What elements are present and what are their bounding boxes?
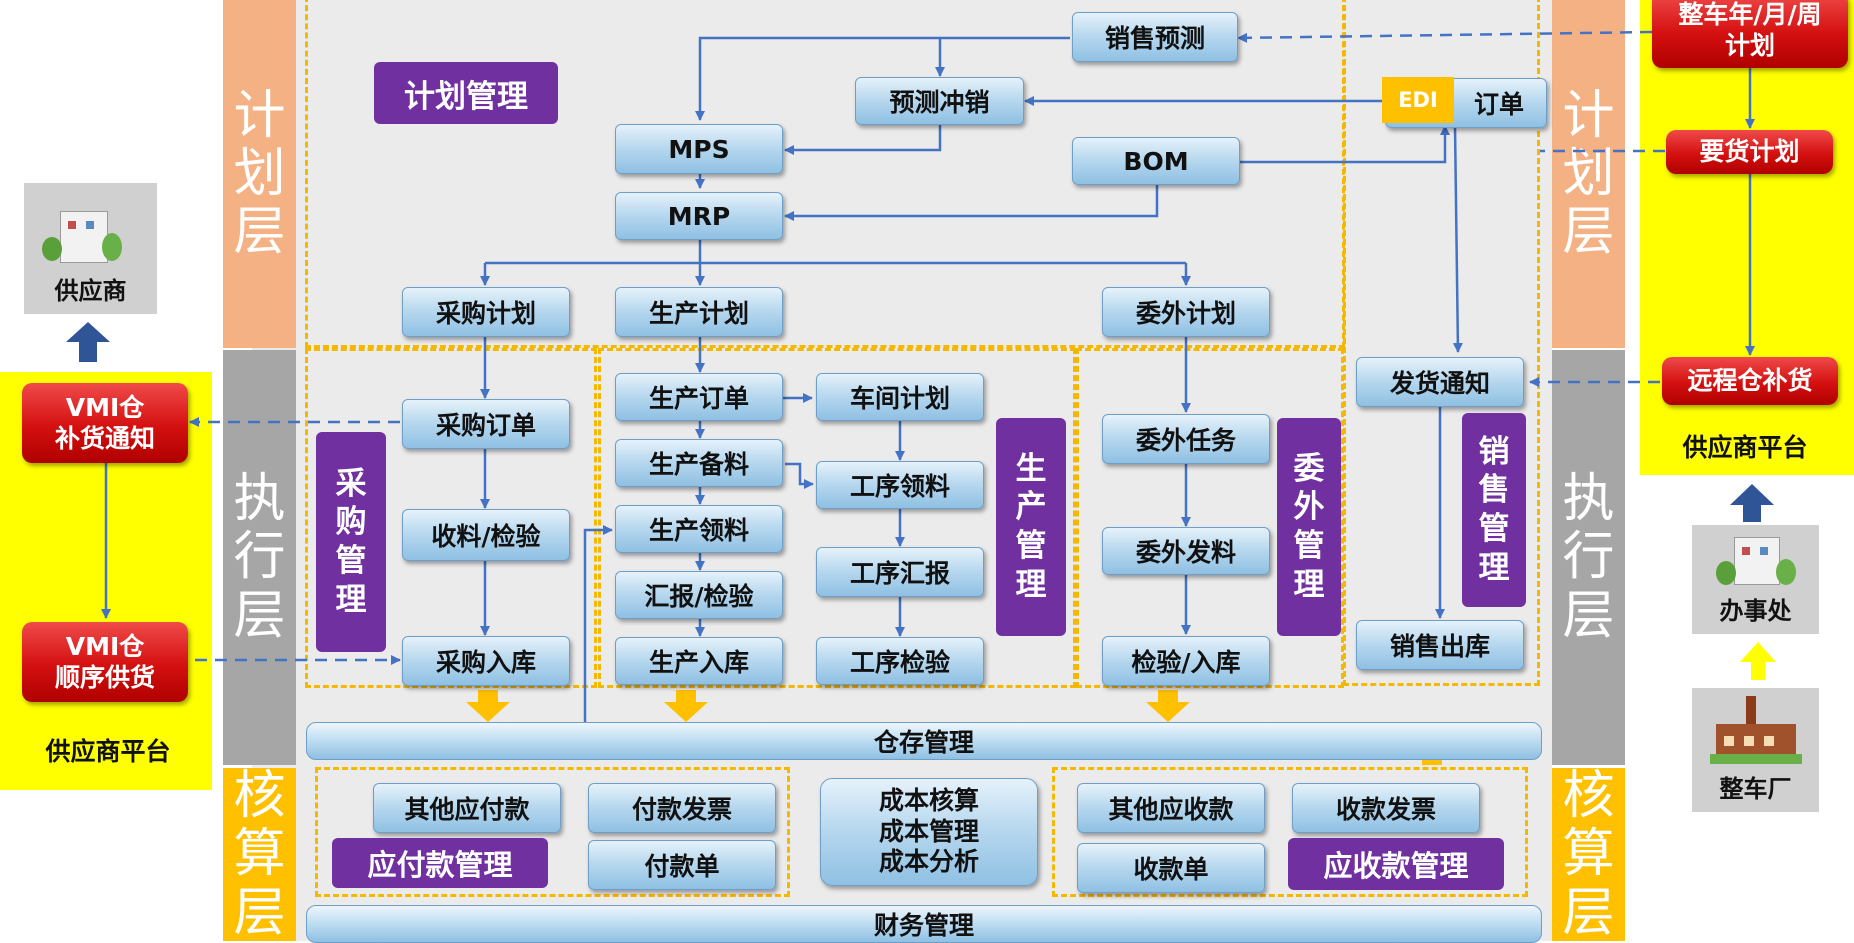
remote-replenish-box[interactable]: 远程仓补货 (1662, 357, 1838, 405)
order-frame (1343, 0, 1540, 686)
outsource-issue-box[interactable]: 委外发料 (1102, 527, 1270, 575)
edi-badge: EDI (1382, 77, 1454, 123)
vmi-notice-label: VMI仓 补货通知 (54, 392, 155, 453)
production-frame (598, 348, 1076, 688)
right-plan-layer-label: 计划层 (1562, 85, 1615, 263)
right-exec-layer-label: 执行层 (1562, 469, 1615, 646)
production-prep-box[interactable]: 生产备料 (615, 439, 783, 487)
forecast-offset-box[interactable]: 预测冲销 (855, 77, 1024, 125)
report-inspect-box[interactable]: 汇报/检验 (615, 571, 783, 619)
production-inbound-box[interactable]: 生产入库 (615, 637, 783, 685)
right-acct-layer: 核算层 (1552, 766, 1625, 943)
sales-mgmt-label: 销售管理 (1462, 413, 1526, 607)
receivable-frame (1052, 767, 1528, 897)
outsource-mgmt-label: 委外管理 (1277, 418, 1341, 636)
supplier-building-icon (42, 203, 124, 267)
ship-notice-box[interactable]: 发货通知 (1356, 357, 1524, 407)
cost-box[interactable]: 成本核算 成本管理 成本分析 (820, 778, 1038, 886)
sales-outbound-box[interactable]: 销售出库 (1356, 620, 1524, 670)
outsource-plan-box[interactable]: 委外计划 (1102, 287, 1270, 337)
purchase-mgmt-text: 采购管理 (335, 465, 367, 618)
purchase-inbound-box[interactable]: 采购入库 (402, 636, 570, 686)
vmi-notice-box[interactable]: VMI仓 补货通知 (22, 383, 188, 463)
production-plan-box[interactable]: 生产计划 (615, 287, 783, 337)
left-plan-layer-label: 计划层 (233, 85, 286, 263)
outsource-frame (1076, 348, 1344, 688)
receive-inspect-box[interactable]: 收料/检验 (402, 509, 570, 561)
oem-plan-label: 整车年/月/周 计划 (1678, 0, 1822, 60)
purchase-mgmt-label: 采购管理 (316, 432, 386, 652)
finance-bar[interactable]: 财务管理 (306, 905, 1542, 943)
other-receivable-box[interactable]: 其他应收款 (1077, 783, 1265, 833)
payment-bill-box[interactable]: 付款单 (588, 840, 776, 890)
demand-plan-box[interactable]: 要货计划 (1666, 130, 1833, 174)
production-pick-box[interactable]: 生产领料 (615, 505, 783, 553)
production-order-box[interactable]: 生产订单 (615, 373, 783, 421)
process-pick-box[interactable]: 工序领料 (816, 461, 984, 509)
left-platform-label: 供应商平台 (45, 737, 171, 766)
factory-icon (1710, 696, 1802, 768)
vmi-supply-box[interactable]: VMI仓 顺序供货 (22, 622, 188, 702)
vmi-supply-label: VMI仓 顺序供货 (54, 631, 155, 692)
supplier-card[interactable]: 供应商 (24, 183, 157, 314)
warehouse-bar[interactable]: 仓存管理 (306, 722, 1542, 760)
sales-mgmt-text: 销售管理 (1478, 433, 1510, 586)
right-exec-layer: 执行层 (1552, 350, 1625, 765)
supplier-label: 供应商 (54, 277, 127, 305)
plan-mgmt-label: 计划管理 (374, 62, 558, 124)
production-mgmt-label: 生产管理 (996, 418, 1066, 636)
office-label: 办事处 (1719, 597, 1792, 625)
receipt-bill-box[interactable]: 收款单 (1077, 843, 1265, 893)
other-payable-box[interactable]: 其他应付款 (373, 783, 561, 833)
purchase-plan-box[interactable]: 采购计划 (402, 287, 570, 337)
oem-label: 整车厂 (1719, 775, 1792, 803)
edi-label: EDI (1398, 88, 1438, 112)
receipt-invoice-box[interactable]: 收款发票 (1292, 783, 1480, 833)
mrp-box[interactable]: MRP (615, 192, 783, 240)
cost-line3: 成本分析 (878, 847, 979, 877)
left-exec-layer: 执行层 (223, 350, 296, 765)
right-platform-label: 供应商平台 (1682, 433, 1808, 462)
right-plan-layer: 计划层 (1552, 0, 1625, 348)
payable-frame (315, 767, 790, 897)
bom-box[interactable]: BOM (1072, 137, 1240, 185)
office-building-icon (1716, 533, 1796, 591)
left-acct-layer-label: 核算层 (233, 766, 286, 943)
right-acct-layer-label: 核算层 (1562, 766, 1615, 943)
process-report-box[interactable]: 工序汇报 (816, 547, 984, 597)
process-inspect-box[interactable]: 工序检验 (816, 637, 984, 685)
mps-box[interactable]: MPS (615, 124, 783, 174)
workshop-plan-box[interactable]: 车间计划 (816, 373, 984, 421)
left-acct-layer: 核算层 (223, 766, 296, 943)
cost-line1: 成本核算 (878, 786, 979, 816)
receivable-mgmt-label: 应收款管理 (1288, 838, 1504, 890)
payable-mgmt-label: 应付款管理 (332, 838, 548, 888)
oem-card[interactable]: 整车厂 (1692, 688, 1819, 812)
inspect-inbound-box[interactable]: 检验/入库 (1102, 636, 1270, 686)
sales-forecast-box[interactable]: 销售预测 (1072, 12, 1238, 62)
oem-plan-box[interactable]: 整车年/月/周 计划 (1652, 0, 1848, 68)
purchase-order-box[interactable]: 采购订单 (402, 399, 570, 449)
outsource-mgmt-text: 委外管理 (1293, 450, 1325, 603)
production-mgmt-text: 生产管理 (1015, 450, 1047, 603)
left-exec-layer-label: 执行层 (233, 469, 286, 646)
purchase-frame (305, 348, 597, 688)
cost-line2: 成本管理 (878, 816, 979, 846)
left-plan-layer: 计划层 (223, 0, 296, 348)
payment-invoice-box[interactable]: 付款发票 (588, 783, 776, 833)
outsource-task-box[interactable]: 委外任务 (1102, 414, 1270, 464)
order-label: 订单 (1473, 90, 1524, 119)
office-card[interactable]: 办事处 (1692, 525, 1819, 634)
